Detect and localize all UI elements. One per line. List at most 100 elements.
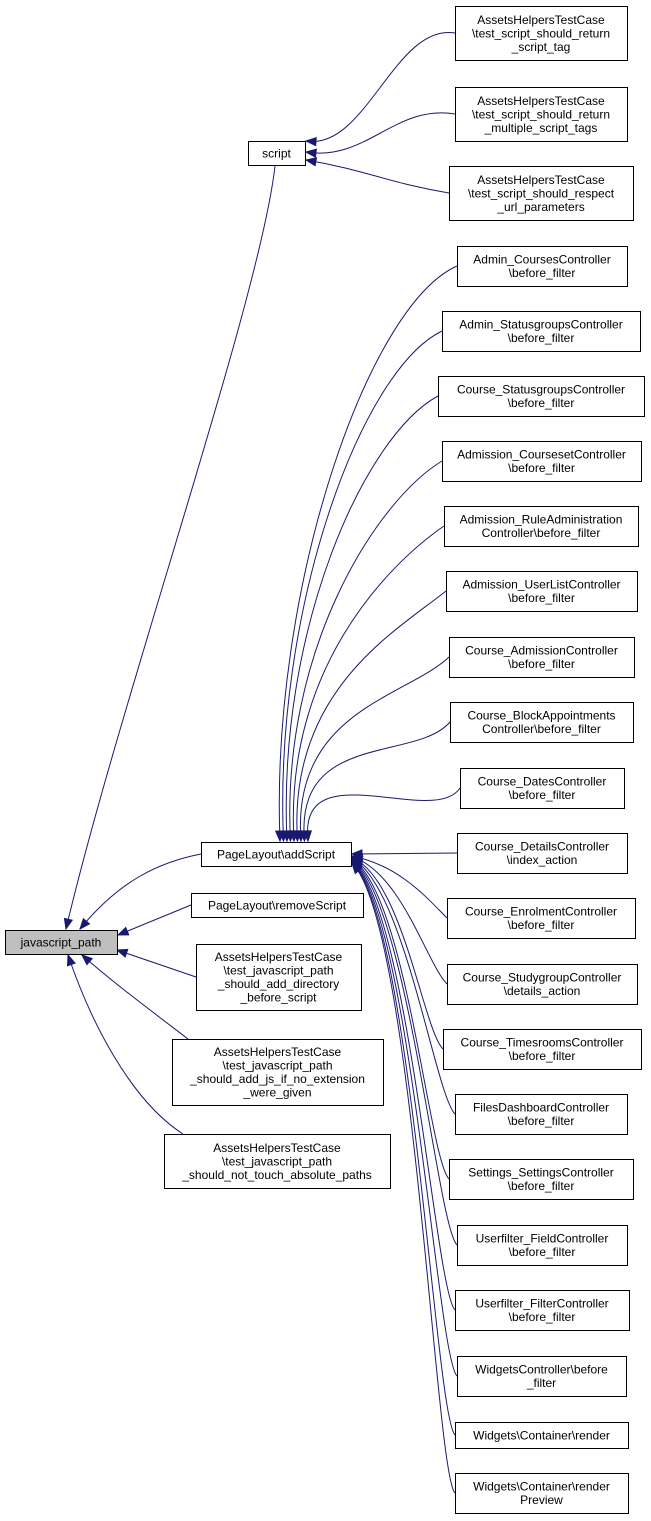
node-label-line: AssetsHelpersTestCase (477, 13, 605, 27)
node-admission-courseset[interactable]: Admission_CoursesetController\before_fil… (442, 441, 642, 482)
node-admission-userlist[interactable]: Admission_UserListController\before_filt… (446, 571, 638, 612)
node-label-line: \before_filter (508, 1179, 575, 1193)
node-label-line: _were_given (242, 1086, 311, 1100)
node-label-line: \before_filter (508, 396, 575, 410)
edge-page-layout-remove-script-to-javascript-path (116, 904, 192, 936)
node-settings-settings[interactable]: Settings_SettingsController\before_filte… (449, 1159, 634, 1200)
edge-admission-courseset-to-page-layout-add-script (285, 460, 443, 843)
node-label-line: \index_action (507, 853, 578, 867)
node-label-line: Controller\before_filter (482, 722, 601, 736)
node-test-javascript-path-absolute[interactable]: AssetsHelpersTestCase\test_javascript_pa… (164, 1134, 391, 1189)
node-admin-statusgroups[interactable]: Admin_StatusgroupsController\before_filt… (442, 311, 641, 352)
node-test-script-url[interactable]: AssetsHelpersTestCase\test_script_should… (449, 166, 634, 221)
node-label-line: Admission_UserListController (462, 578, 620, 592)
node-label-line: \before_filter (508, 1114, 575, 1128)
node-files-dashboard[interactable]: FilesDashboardController\before_filter (455, 1094, 628, 1135)
node-label-line: _filter (526, 1376, 556, 1390)
node-label-line: Course_DatesController (478, 775, 607, 789)
node-label-line: Course_DetailsController (475, 840, 609, 854)
node-course-details[interactable]: Course_DetailsController\index_action (457, 833, 628, 874)
edge-course-dates-to-page-layout-add-script (302, 787, 461, 843)
edge-course-statusgroups-to-page-layout-add-script (281, 395, 439, 843)
node-label-line: _should_add_directory (217, 977, 339, 991)
node-javascript-path[interactable]: javascript_path (5, 930, 118, 955)
edge-page-layout-add-script-to-javascript-path (79, 853, 202, 931)
node-label-line: Widgets\Container\render (473, 1428, 610, 1442)
edge-course-blockappointments-to-page-layout-add-script (299, 721, 451, 843)
node-label-line: _should_not_touch_absolute_paths (181, 1168, 372, 1182)
edge-widgets-container-preview-to-page-layout-add-script (351, 862, 456, 1494)
node-label-line: \before_filter (508, 918, 575, 932)
node-label-line: Admin_StatusgroupsController (459, 318, 622, 332)
node-label-line: \details_action (504, 984, 581, 998)
node-admin-courses[interactable]: Admin_CoursesController\before_filter (457, 246, 628, 287)
node-script[interactable]: script (248, 141, 306, 166)
edge-course-admission-to-page-layout-add-script (295, 656, 450, 843)
node-label-line: \test_script_should_return (472, 107, 610, 121)
node-label-line: PageLayout\addScript (217, 847, 336, 861)
node-course-admission[interactable]: Course_AdmissionController\before_filter (449, 637, 635, 678)
node-label-line: Preview (520, 1493, 563, 1507)
node-page-layout-add-script[interactable]: PageLayout\addScript (201, 842, 352, 867)
edge-test-javascript-path-absolute-to-javascript-path (66, 953, 184, 1135)
node-label-line: \before_filter (509, 1049, 576, 1063)
node-label-line: _should_add_js_if_no_extension (189, 1072, 365, 1086)
node-userfilter-field[interactable]: Userfilter_FieldController\before_filter (457, 1225, 628, 1266)
node-label-line: PageLayout\removeScript (208, 898, 347, 912)
node-test-javascript-path-directory[interactable]: AssetsHelpersTestCase\test_javascript_pa… (196, 944, 362, 1011)
node-label-line: Admission_RuleAdministration (460, 513, 623, 527)
node-label-line: AssetsHelpersTestCase (213, 1141, 341, 1155)
node-label-line: Course_BlockAppointments (467, 709, 615, 723)
node-label-line: Course_AdmissionController (465, 644, 618, 658)
node-label-line: javascript_path (20, 935, 102, 949)
node-label-line: Course_TimesroomsController (461, 1036, 624, 1050)
node-page-layout-remove-script[interactable]: PageLayout\removeScript (191, 893, 364, 918)
node-test-script-multiple[interactable]: AssetsHelpersTestCase\test_script_should… (455, 87, 628, 142)
edge-test-javascript-path-js-ext-to-javascript-path (80, 954, 189, 1040)
node-label-line: Userfilter_FilterController (475, 1297, 608, 1311)
node-widgets-container-render[interactable]: Widgets\Container\render (455, 1422, 629, 1449)
node-label-line: FilesDashboardController (473, 1101, 609, 1115)
node-label-line: \test_javascript_path (222, 1154, 332, 1168)
node-test-script-tag[interactable]: AssetsHelpersTestCase\test_script_should… (455, 6, 628, 61)
node-label-line: Course_EnrolmentController (465, 905, 617, 919)
node-userfilter-filter[interactable]: Userfilter_FilterController\before_filte… (455, 1290, 630, 1331)
node-course-enrolment[interactable]: Course_EnrolmentController\before_filter (447, 898, 636, 939)
edge-settings-settings-to-page-layout-add-script (350, 858, 450, 1180)
node-label-line: Course_StatusgroupsController (457, 383, 625, 397)
node-test-javascript-path-js-ext[interactable]: AssetsHelpersTestCase\test_javascript_pa… (172, 1039, 384, 1106)
graph-nodes: javascript_path scriptPageLayout\addScrip… (5, 6, 645, 1514)
node-label-line: AssetsHelpersTestCase (477, 173, 605, 187)
node-label-line: _script_tag (511, 40, 571, 54)
edge-admission-ruleadmin-to-page-layout-add-script (288, 525, 445, 843)
edge-widgets-controller-to-page-layout-add-script (351, 860, 458, 1377)
node-label-line: Widgets\Container\render (473, 1480, 610, 1494)
node-label-line: _multiple_script_tags (484, 121, 598, 135)
edge-admin-courses-to-page-layout-add-script (274, 265, 458, 843)
node-label-line: Userfilter_FieldController (476, 1232, 609, 1246)
node-course-dates[interactable]: Course_DatesController\before_filter (460, 768, 625, 809)
node-label-line: _url_parameters (496, 200, 584, 214)
node-label-line: \test_javascript_path (222, 1059, 332, 1073)
node-label-line: AssetsHelpersTestCase (477, 94, 605, 108)
node-admission-ruleadmin[interactable]: Admission_RuleAdministrationController\b… (444, 506, 639, 547)
node-course-studygroup[interactable]: Course_StudygroupController\details_acti… (447, 964, 638, 1005)
node-course-blockappointments[interactable]: Course_BlockAppointmentsController\befor… (450, 702, 634, 743)
node-label-line: AssetsHelpersTestCase (214, 1045, 342, 1059)
edge-course-details-to-page-layout-add-script (350, 849, 458, 859)
node-label-line: \before_filter (509, 1310, 576, 1324)
edge-admission-userlist-to-page-layout-add-script (292, 590, 447, 843)
node-course-timesrooms[interactable]: Course_TimesroomsController\before_filte… (443, 1029, 642, 1070)
edge-test-script-multiple-to-script (304, 112, 456, 158)
edge-script-to-javascript-path (63, 165, 276, 931)
node-course-statusgroups[interactable]: Course_StatusgroupsController\before_fil… (438, 376, 645, 417)
node-label-line: \before_filter (508, 331, 575, 345)
node-label-line: \before_filter (508, 461, 575, 475)
node-label-line: \before_filter (508, 657, 575, 671)
node-label-line: Admission_CoursesetController (457, 448, 626, 462)
edge-test-javascript-path-directory-to-javascript-path (115, 948, 197, 978)
node-widgets-controller[interactable]: WidgetsController\before_filter (457, 1356, 627, 1397)
node-label-line: AssetsHelpersTestCase (215, 950, 343, 964)
